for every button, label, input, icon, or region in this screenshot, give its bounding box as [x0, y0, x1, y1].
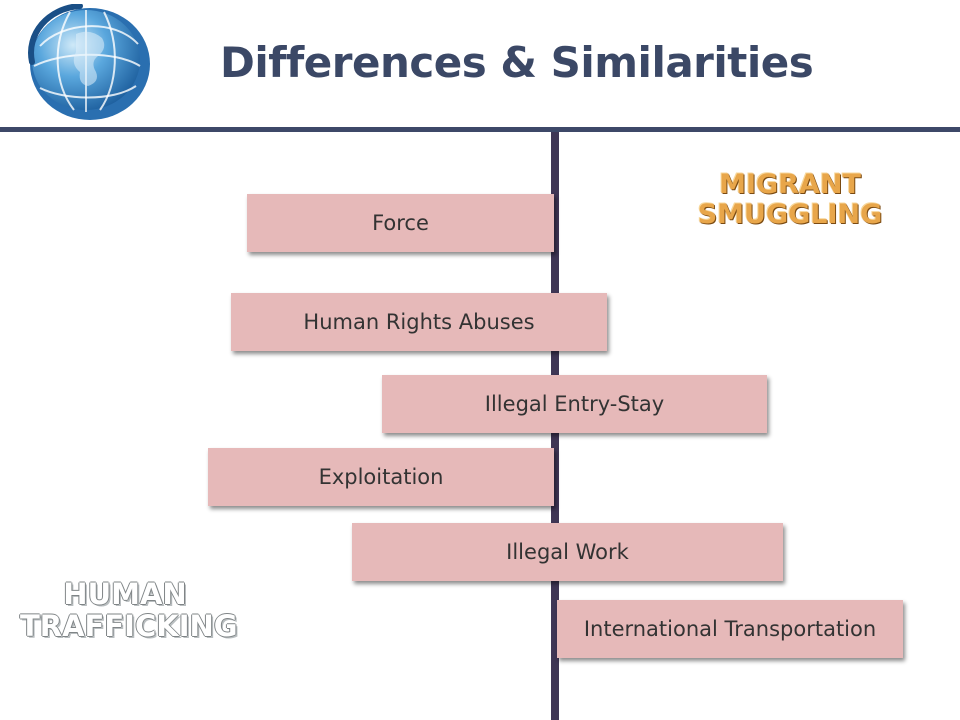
human-label-line2: TRAFFICKING [20, 609, 238, 644]
page-title: Differences & Similarities [220, 38, 814, 87]
human-label-line1: HUMAN [63, 577, 187, 611]
item-human-rights-abuses-label: Human Rights Abuses [303, 310, 535, 334]
human-trafficking-label: HUMAN TRAFFICKING [20, 577, 238, 644]
item-illegal-entry-stay-label: Illegal Entry-Stay [484, 392, 665, 416]
globe-logo-icon [22, 3, 152, 124]
migrant-label-line1: MIGRANT [719, 169, 861, 200]
item-international-transportation: International Transportation [557, 600, 903, 658]
item-exploitation: Exploitation [208, 448, 554, 506]
item-illegal-entry-stay: Illegal Entry-Stay [382, 375, 767, 433]
migrant-smuggling-label: MIGRANT SMUGGLING [690, 169, 890, 231]
item-human-rights-abuses: Human Rights Abuses [231, 293, 607, 351]
item-exploitation-label: Exploitation [318, 465, 444, 489]
item-illegal-work: Illegal Work [352, 523, 783, 581]
migrant-label-line2: SMUGGLING [697, 199, 883, 231]
item-international-transportation-label: International Transportation [583, 617, 877, 641]
item-illegal-work-label: Illegal Work [506, 540, 629, 564]
item-force-label: Force [372, 211, 429, 235]
item-force: Force [247, 194, 554, 252]
title-rule [0, 127, 960, 132]
